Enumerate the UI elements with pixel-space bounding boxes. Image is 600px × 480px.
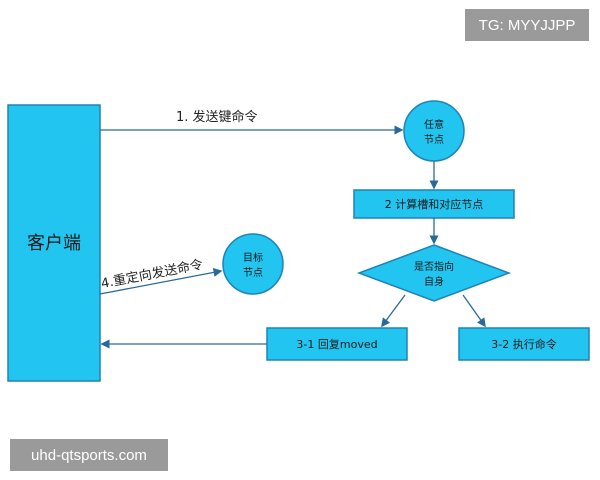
- target-node-circle: [222, 233, 284, 295]
- execute-cmd-box: [458, 327, 590, 361]
- watermark-bottom: uhd-qtsports.com: [10, 439, 168, 471]
- any-node-label-line1: 任意: [424, 118, 444, 131]
- edge-label-send-key: 1. 发送键命令: [176, 109, 258, 125]
- decision-diamond: [356, 244, 512, 302]
- compute-slot-label: 2 计算槽和对应节点: [385, 197, 484, 211]
- client-label: 客户端: [27, 233, 81, 254]
- execute-cmd-label: 3-2 执行命令: [491, 337, 556, 351]
- arrow-decision-to-execute: [462, 294, 486, 328]
- target-node-label-line1: 目标: [243, 252, 263, 264]
- client-box: [7, 104, 101, 382]
- compute-slot-box: [353, 189, 515, 219]
- edge-label-redirect: 4.重定向发送命令: [100, 256, 205, 291]
- arrow-client-to-target-node: [99, 267, 223, 295]
- watermark-top: TG: MYYJJPP: [465, 9, 589, 41]
- arrow-decision-to-reply: [381, 294, 406, 328]
- reply-moved-label: 3-1 回复moved: [296, 337, 377, 351]
- any-node-circle: [403, 100, 465, 162]
- any-node-label-line2: 节点: [424, 134, 444, 146]
- decision-label-line1: 是否指向: [414, 260, 454, 273]
- target-node-label-line2: 节点: [243, 267, 263, 279]
- decision-label-line2: 自身: [424, 275, 444, 288]
